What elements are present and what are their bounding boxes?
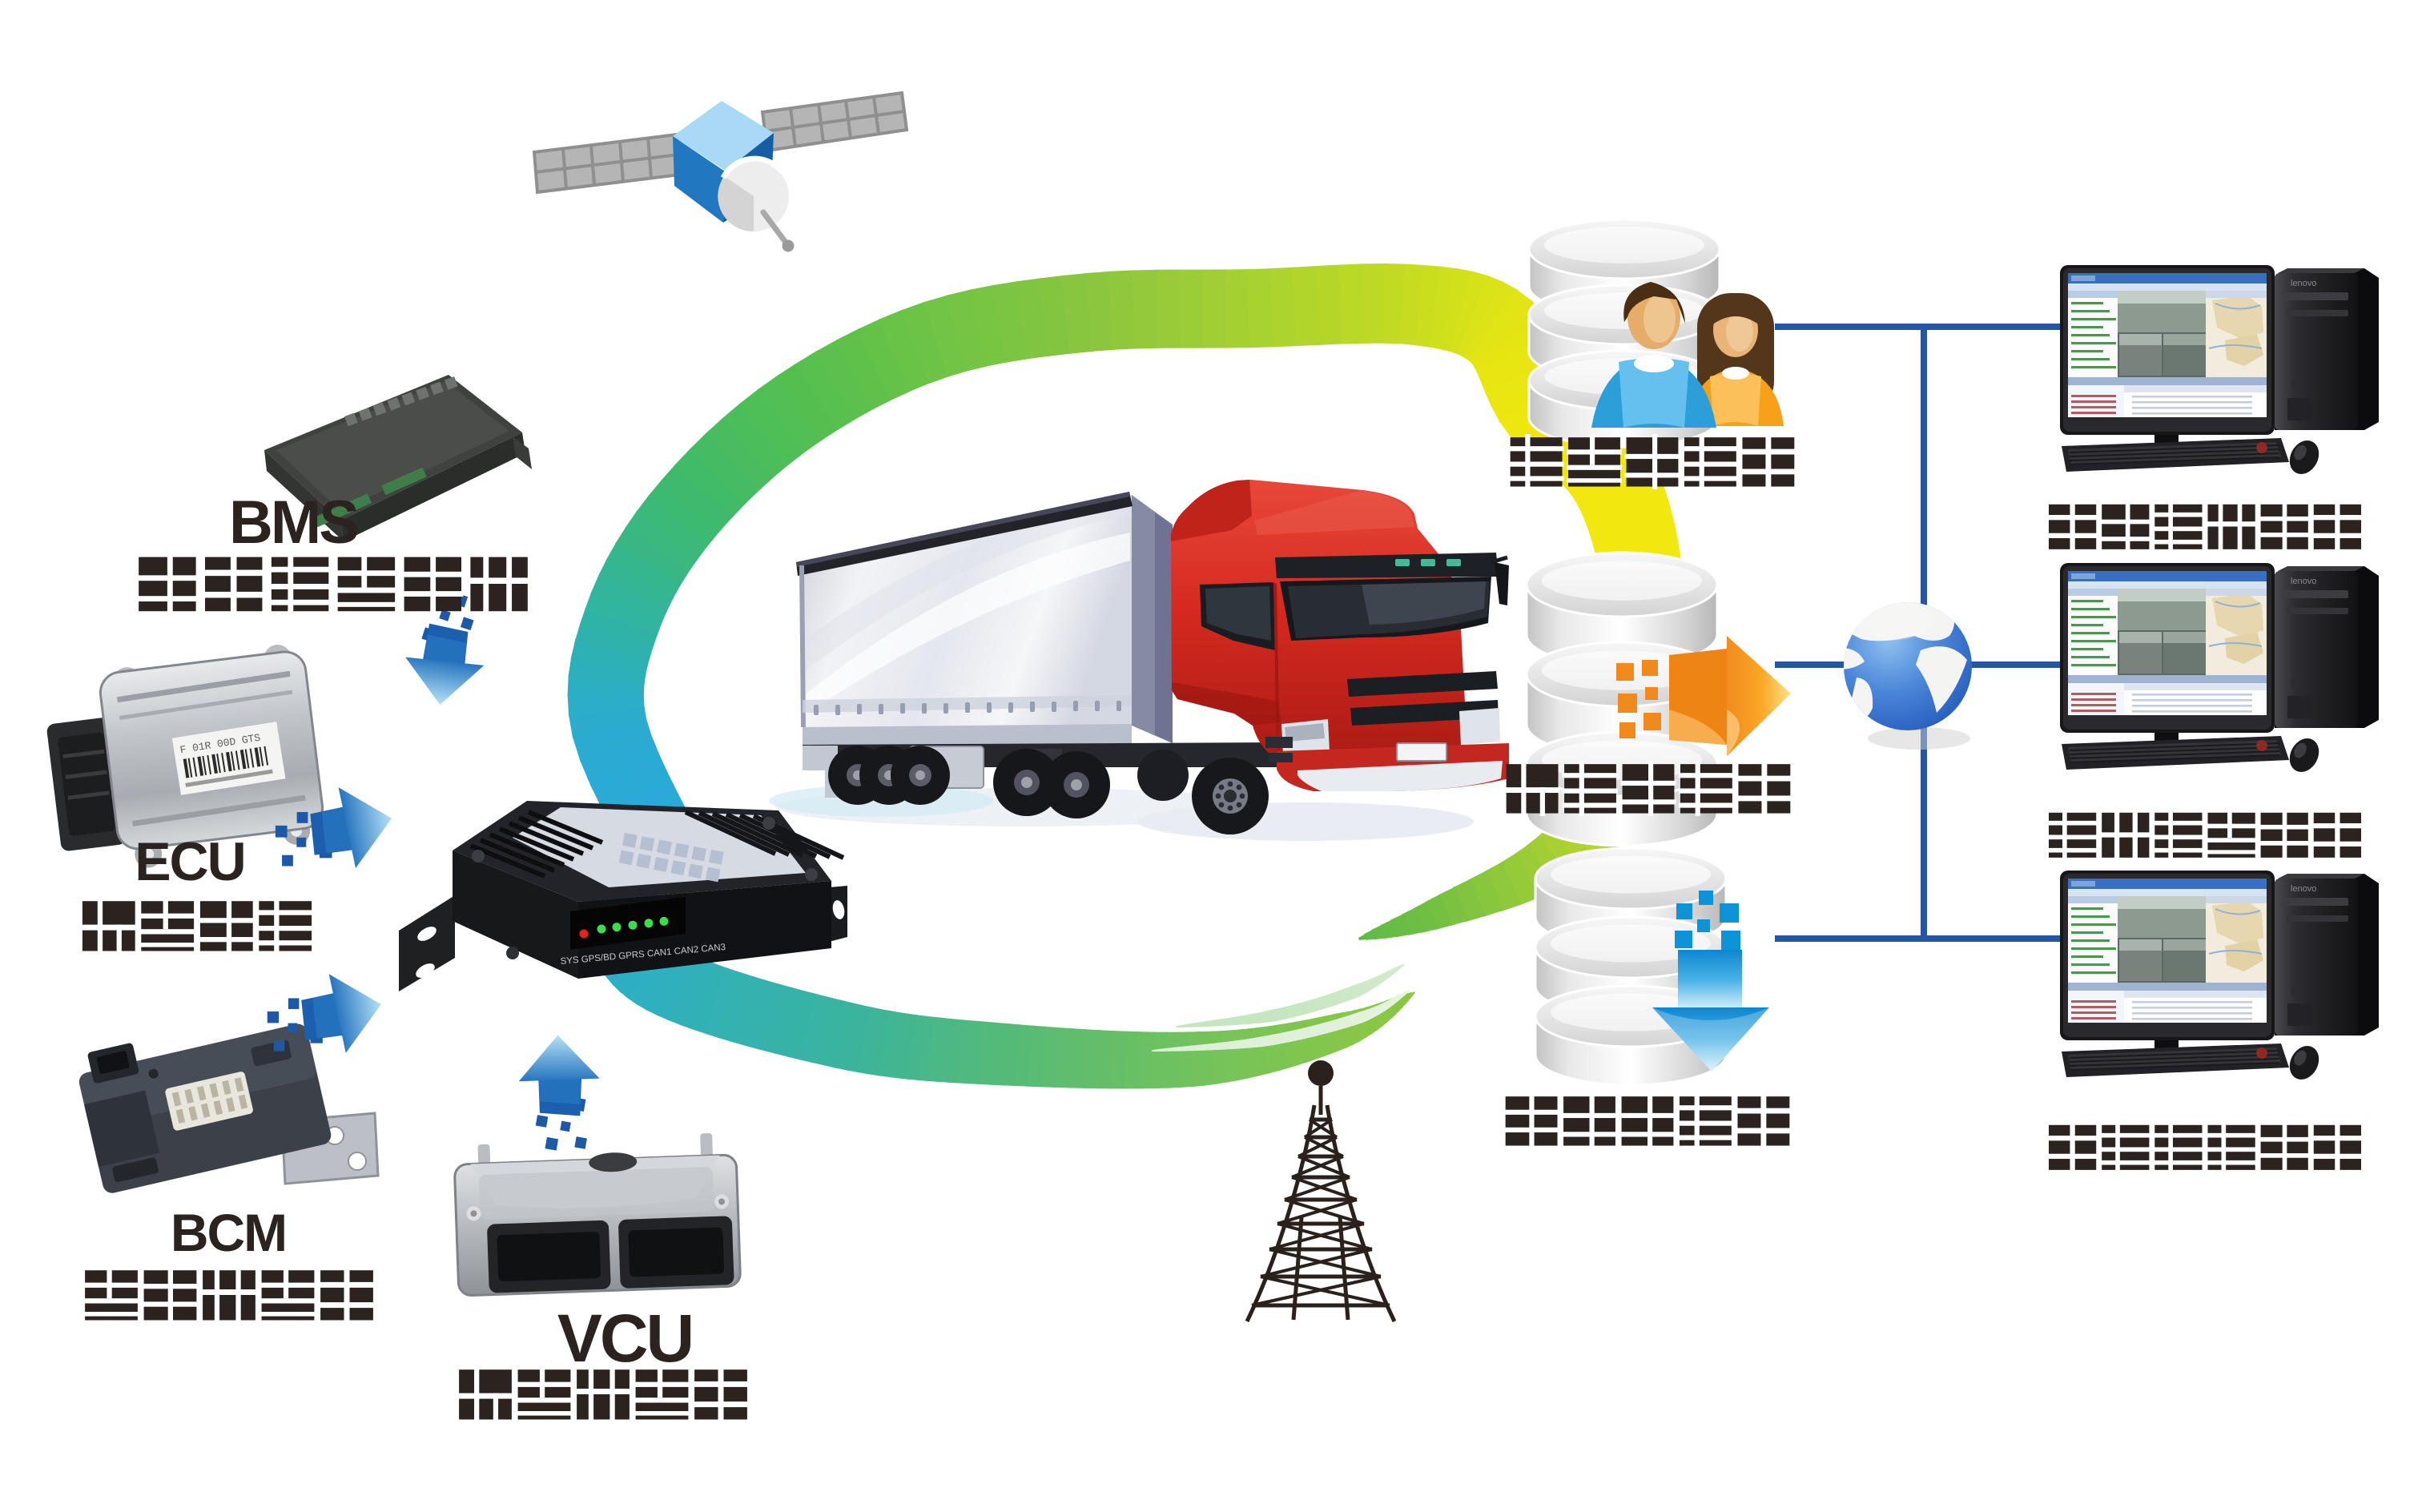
svg-text:BMS: BMS — [229, 489, 357, 557]
svg-text:VCU: VCU — [557, 1301, 692, 1376]
svg-text:ECU: ECU — [135, 831, 245, 892]
svg-text:lenovo: lenovo — [2291, 577, 2316, 586]
svg-text:lenovo: lenovo — [2291, 884, 2316, 894]
svg-text:lenovo: lenovo — [2291, 279, 2316, 288]
svg-text:BCM: BCM — [171, 1203, 286, 1262]
